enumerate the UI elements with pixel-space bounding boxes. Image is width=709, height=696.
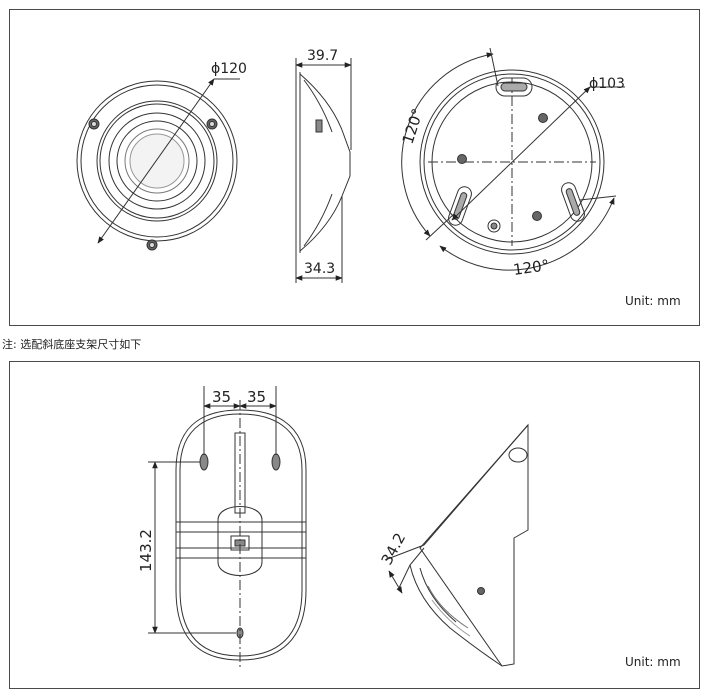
side-bottom-width-label: 34.3: [304, 261, 335, 277]
bracket-height-label: 143.2: [137, 529, 155, 572]
bracket-front-view: [148, 386, 307, 668]
bracket-dim-left-label: 35: [212, 388, 231, 406]
side-top-width-label: 39.7: [307, 48, 338, 64]
bottom-dimension-panel: [9, 361, 700, 689]
bracket-dim-right-label: 35: [247, 388, 266, 406]
bracket-note: 注: 选配斜底座支架尺寸如下: [2, 338, 142, 351]
front-diameter-label: ϕ120: [211, 61, 247, 77]
bottom-unit-label: Unit: mm: [625, 655, 681, 669]
bracket-side-view: [384, 423, 529, 667]
bracket-side-dim-label: 34.2: [378, 530, 410, 568]
back-diameter-label: ϕ103: [589, 76, 625, 92]
front-view-camera: [76, 78, 240, 251]
top-unit-label: Unit: mm: [625, 294, 681, 308]
side-view-camera: [295, 58, 352, 283]
back-view-mount: [401, 47, 625, 271]
back-angle-bottom-label: 120°: [512, 256, 550, 279]
